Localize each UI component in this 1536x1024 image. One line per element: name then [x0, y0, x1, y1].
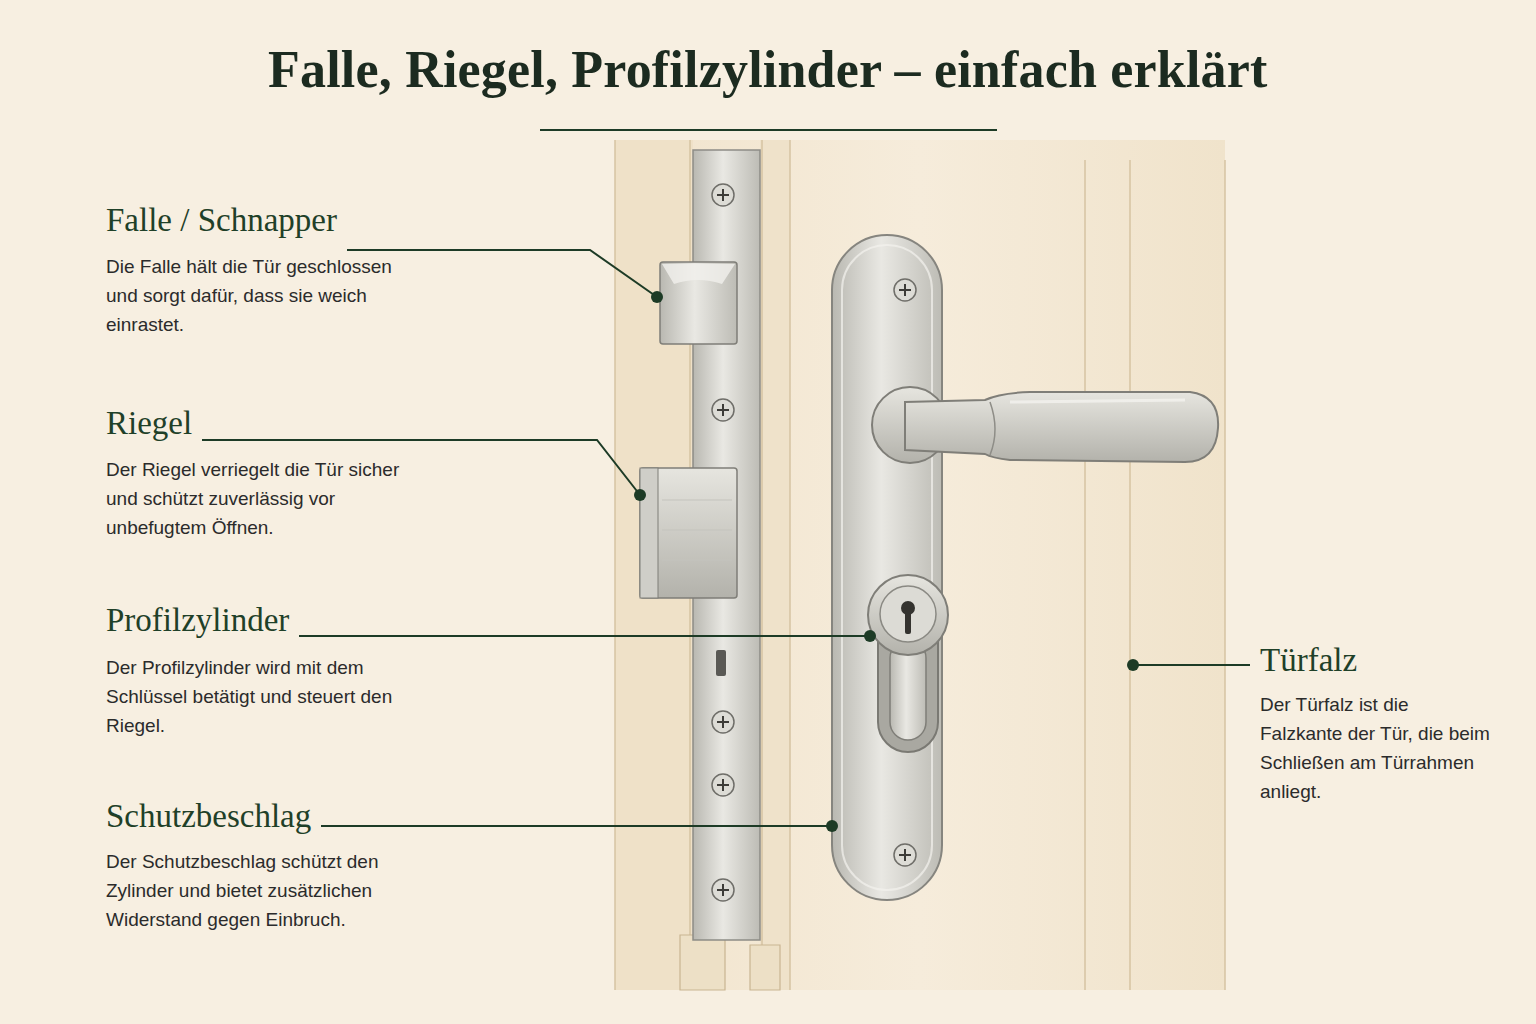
- screw-head: [712, 399, 734, 421]
- door-lines: [615, 140, 1225, 990]
- leader-dot: [864, 630, 876, 642]
- deadbolt-brush: [662, 500, 732, 560]
- door: [615, 140, 1225, 990]
- part-description: Die Falle hält die Tür geschlossen und s…: [106, 252, 426, 339]
- screw-head: [894, 279, 916, 301]
- part-description: Der Türfalz ist die Falzkante der Tür, d…: [1260, 690, 1495, 806]
- part-name: Profilzylinder: [106, 600, 289, 640]
- leader-dot: [1127, 659, 1139, 671]
- part-name: Riegel: [106, 403, 192, 443]
- screw-head: [712, 879, 734, 901]
- latch-bolt: [660, 262, 737, 344]
- screw-slot: [717, 716, 729, 728]
- leader-dot: [651, 291, 663, 303]
- diagram-title: Falle, Riegel, Profilzylinder – einfach …: [268, 40, 1268, 100]
- leader-dot: [826, 820, 838, 832]
- screw-head: [894, 844, 916, 866]
- screw-slot: [717, 189, 729, 201]
- escutcheon: [832, 235, 942, 900]
- latch: [660, 262, 737, 344]
- screws: [712, 184, 916, 901]
- leader-line: [1133, 664, 1250, 666]
- leader-line: [299, 635, 870, 637]
- leader-dot: [634, 489, 646, 501]
- door-rebate: [760, 140, 790, 990]
- handle-lever: [905, 392, 1218, 462]
- part-description: Der Schutzbeschlag schützt den Zylinder …: [106, 847, 436, 934]
- keyhole-slot: [905, 608, 911, 634]
- leader-lines: [202, 250, 1250, 826]
- part-name: Falle / Schnapper: [106, 200, 337, 240]
- screw-head: [712, 774, 734, 796]
- screw-slot: [899, 284, 911, 296]
- leader-dots: [634, 291, 1139, 832]
- cylinder-rosette: [868, 575, 948, 655]
- screw-slot: [717, 779, 729, 791]
- leader-line: [321, 825, 832, 827]
- screw-head: [712, 184, 734, 206]
- leader-line: [347, 250, 657, 297]
- deadbolt-side: [640, 468, 658, 598]
- handle-joint: [990, 402, 995, 455]
- escutcheon-highlight: [842, 245, 932, 890]
- title-rule: [540, 129, 997, 131]
- part-description: Der Riegel verriegelt die Tür sicher und…: [106, 455, 426, 542]
- part-name: Schutzbeschlag: [106, 796, 311, 836]
- deadbolt: [640, 468, 737, 598]
- handle-shine: [1010, 400, 1185, 402]
- screw-slot: [717, 884, 729, 896]
- screw-slot: [717, 404, 729, 416]
- part-description: Der Profilzylinder wird mit dem Schlüsse…: [106, 653, 426, 740]
- door-panel: [615, 140, 1225, 990]
- escutcheon-plate: [832, 235, 942, 900]
- door-feet: [680, 935, 780, 990]
- lever-handle: [872, 387, 1218, 463]
- faceplate-slot: [716, 650, 726, 676]
- screw-head: [712, 711, 734, 733]
- latch-bevel: [662, 264, 735, 284]
- cylinder: [868, 575, 948, 752]
- cylinder-face: [880, 586, 936, 642]
- screw-slot: [899, 849, 911, 861]
- deadbolt-bolt: [640, 468, 737, 598]
- part-name: Türfalz: [1260, 640, 1357, 680]
